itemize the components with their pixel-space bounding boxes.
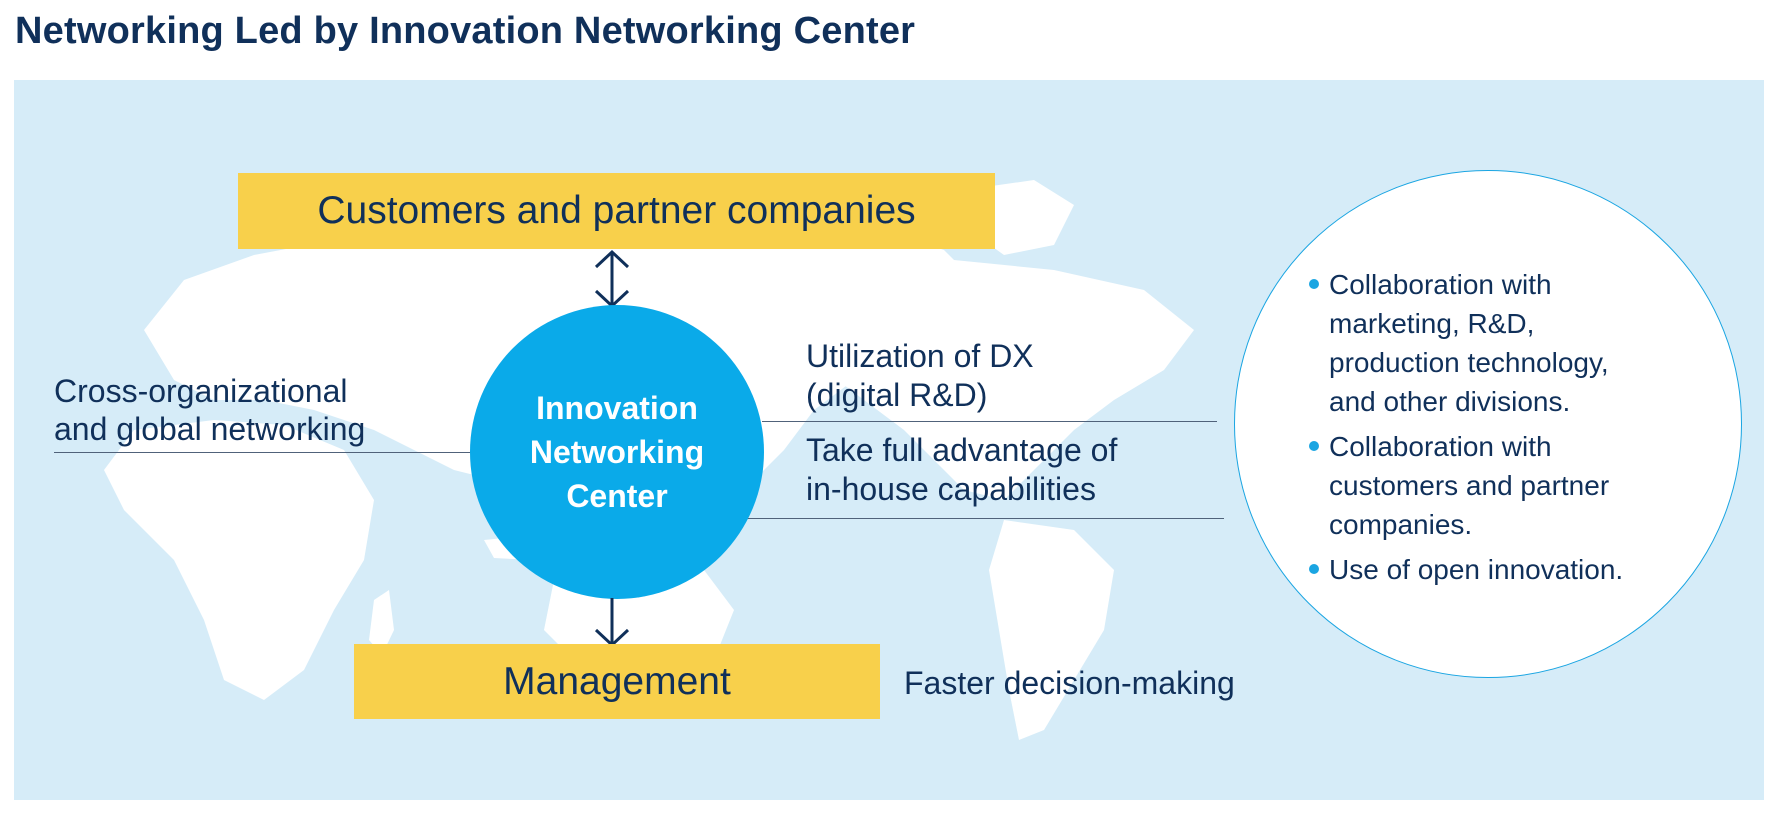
management-label: Management (503, 659, 731, 703)
bullet-dot-icon (1309, 441, 1319, 451)
benefit-item-customers: Collaboration with customers and partner… (1309, 427, 1729, 544)
africa-shape (104, 420, 374, 700)
in-house-label-line-1: Take full advantage of (806, 432, 1118, 468)
down-arrow-icon (594, 598, 630, 648)
benefit-item-open-innovation: Use of open innovation. (1309, 550, 1729, 589)
faster-decision-label: Faster decision-making (904, 665, 1235, 701)
bullet-dot-icon (1309, 279, 1319, 289)
south-america-shape (989, 520, 1114, 740)
benefit-text: Collaboration with marketing, R&D, produ… (1329, 269, 1609, 417)
customers-partners-label: Customers and partner companies (317, 189, 916, 232)
dx-label-line-2: (digital R&D) (806, 377, 988, 413)
diagram-canvas: Customers and partner companies Innovati… (14, 80, 1764, 800)
innovation-networking-center-hub: Innovation Networking Center (470, 305, 764, 599)
page-title: Networking Led by Innovation Networking … (15, 10, 916, 52)
in-house-label-line-2: in-house capabilities (806, 471, 1096, 507)
bullet-dot-icon (1309, 564, 1319, 574)
left-label-line-2: and global networking (54, 411, 366, 447)
benefits-circle: Collaboration with marketing, R&D, produ… (1234, 170, 1742, 678)
dx-label-line-1: Utilization of DX (806, 338, 1034, 374)
customers-partners-box: Customers and partner companies (238, 173, 995, 249)
right-connector-line-lower (744, 518, 1224, 519)
benefit-text: Use of open innovation. (1329, 554, 1624, 585)
north-america-shape (774, 260, 1194, 500)
benefit-item-marketing: Collaboration with marketing, R&D, produ… (1309, 265, 1729, 421)
hub-label-line-2: Networking (529, 434, 705, 470)
up-down-arrow-icon (594, 249, 630, 309)
left-connector-line (54, 452, 472, 453)
left-label-line-1: Cross-organizational (54, 373, 348, 409)
madagascar-shape (369, 590, 394, 655)
hub-label-line-1: Innovation (536, 390, 698, 426)
benefits-list: Collaboration with marketing, R&D, produ… (1309, 265, 1729, 595)
right-connector-line-upper (762, 421, 1217, 422)
hub-label-line-3: Center (566, 478, 668, 514)
management-box: Management (354, 644, 880, 719)
benefit-text: Collaboration with customers and partner… (1329, 431, 1610, 540)
